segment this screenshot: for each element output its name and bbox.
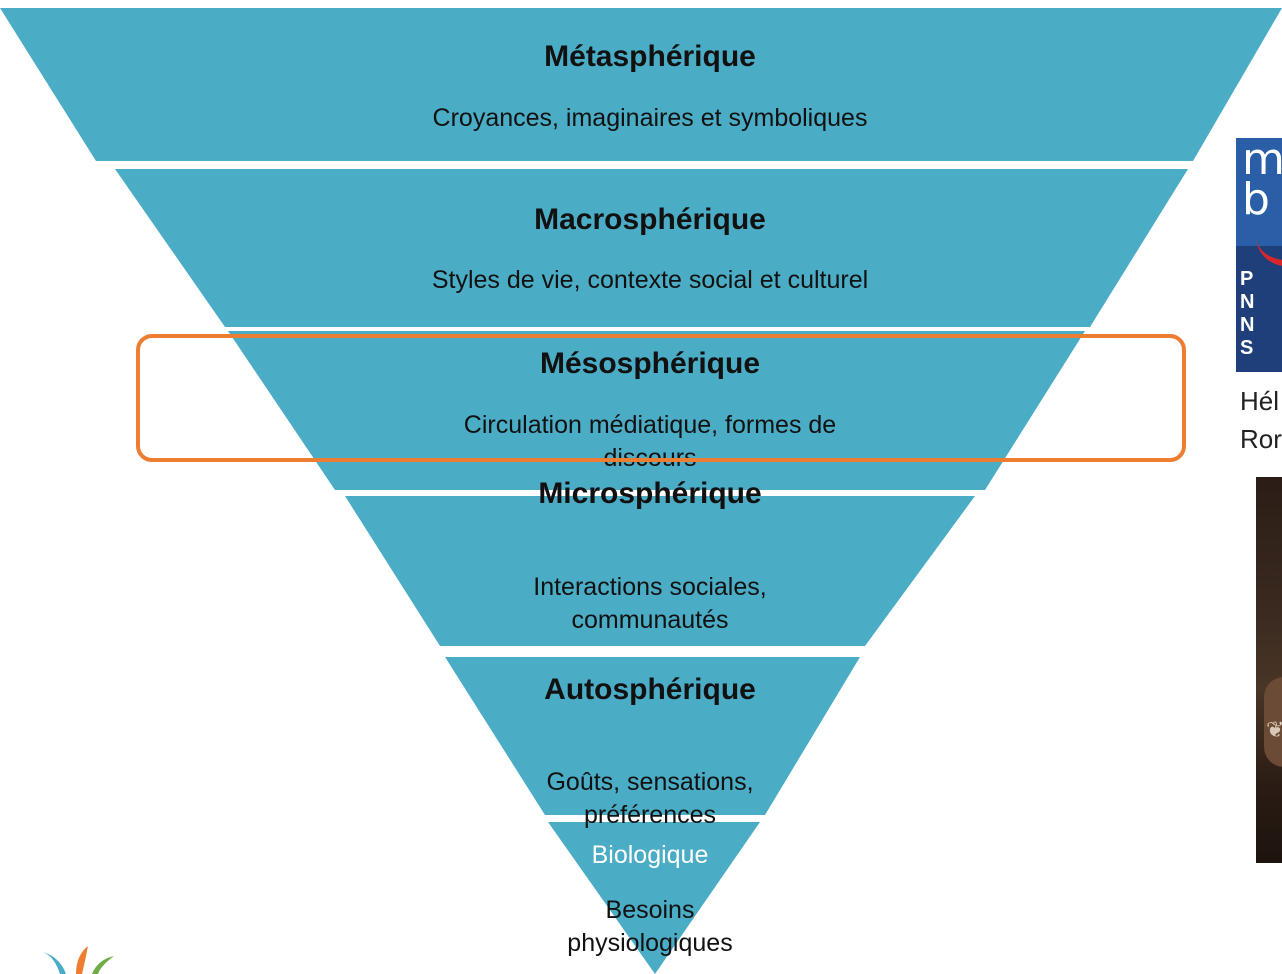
tier-desc-biologique: Besoins physiologiques (567, 896, 733, 957)
tier-autospherique (445, 657, 860, 815)
tier-title-biologique: Biologique (591, 841, 709, 869)
tier-title-microspherique: Microsphérique (538, 477, 762, 510)
tier-desc-autospherique: Goûts, sensations, préférences (546, 768, 754, 829)
tier-macrospherique (115, 169, 1188, 327)
tier-desc-metaspherique: Croyances, imaginaires et symboliques (432, 104, 868, 132)
photo-glyph: ❦ (1266, 717, 1282, 742)
logo-letters: P N N S (1240, 268, 1255, 359)
tier-biologique (548, 822, 760, 974)
tier-microspherique (345, 496, 975, 646)
author-name: Hél Ror (1240, 386, 1282, 454)
leaf-logo-icon (42, 946, 114, 974)
institution-logo: m b P N N S (1236, 138, 1282, 372)
tier-desc-macrospherique: Styles de vie, contexte social et cultur… (431, 266, 869, 294)
logo-mark: m b (1242, 138, 1282, 225)
tier-title-metaspherique: Métasphérique (544, 40, 756, 73)
tier-title-autospherique: Autosphérique (544, 673, 756, 706)
author-photo: ❦ (1256, 477, 1282, 863)
tier-desc-microspherique: Interactions sociales, communautés (533, 573, 767, 634)
tier-title-macrospherique: Macrosphérique (534, 203, 766, 236)
tier-title-mesospherique: Mésosphérique (539, 347, 761, 380)
tier-desc-mesospherique: Circulation médiatique, formes de discou… (463, 411, 837, 472)
tier-mesospherique (228, 331, 1085, 490)
highlight-frame (136, 334, 1186, 462)
photo-face (1264, 677, 1282, 767)
logo-top-panel (1236, 138, 1282, 246)
tier-metaspherique (0, 8, 1282, 161)
logo-swoosh (1256, 236, 1282, 266)
